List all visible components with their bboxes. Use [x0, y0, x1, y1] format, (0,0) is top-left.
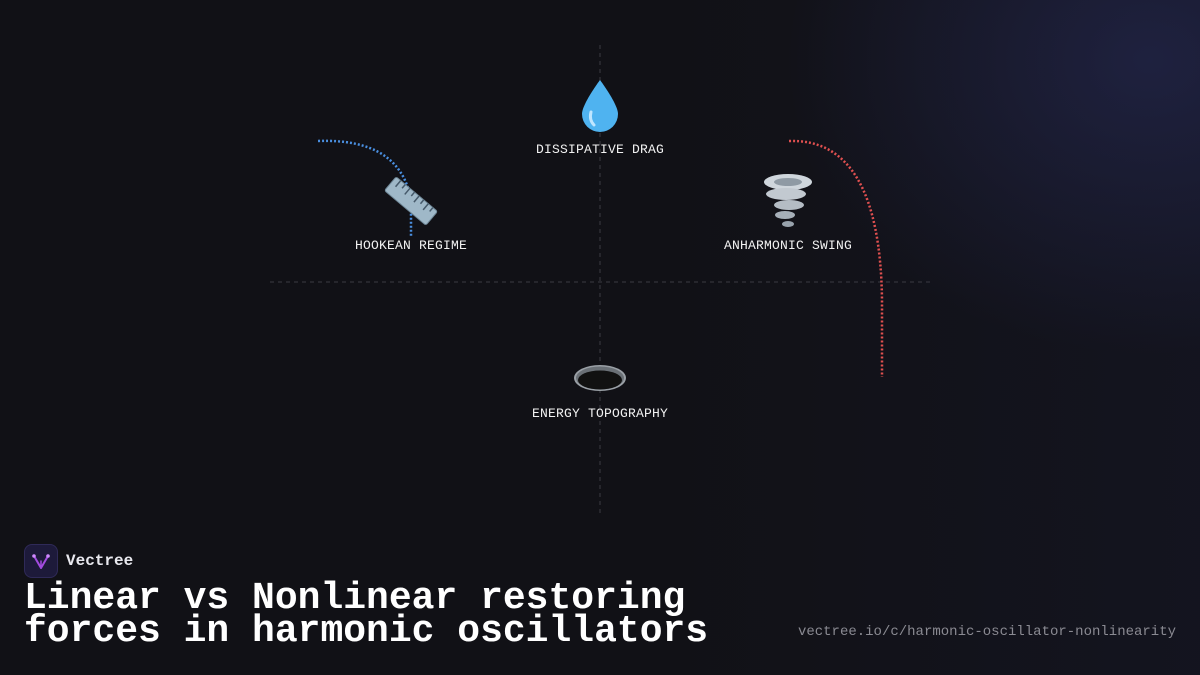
tornado-icon: [764, 174, 812, 227]
node-dissipative-drag: DISSIPATIVE DRAG: [490, 78, 710, 157]
node-anharmonic-swing: ANHARMONIC SWING: [678, 172, 898, 253]
node-hookean-regime: HOOKEAN REGIME: [301, 172, 521, 253]
nonlinear-force-curve: [788, 139, 884, 377]
node-label-dissipative-drag: DISSIPATIVE DRAG: [535, 142, 665, 157]
page-title: Linear vs Nonlinear restoring forces in …: [24, 577, 784, 653]
droplet-icon: [582, 80, 618, 132]
node-label-anharmonic-swing: ANHARMONIC SWING: [723, 238, 853, 253]
title-line-1: Linear vs Nonlinear restoring: [24, 577, 686, 620]
hole-icon: [574, 365, 626, 391]
vectree-logo-icon: [24, 544, 58, 578]
node-label-hookean-regime: HOOKEAN REGIME: [354, 238, 468, 253]
title-line-2: forces in harmonic oscillators: [24, 610, 709, 653]
node-energy-topography: ENERGY TOPOGRAPHY: [490, 358, 710, 421]
node-label-energy-topography: ENERGY TOPOGRAPHY: [531, 406, 669, 421]
source-url[interactable]: vectree.io/c/harmonic-oscillator-nonline…: [797, 624, 1176, 640]
brand-name: Vectree: [66, 552, 134, 570]
brand: Vectree: [24, 544, 133, 578]
ruler-icon: [384, 177, 438, 225]
